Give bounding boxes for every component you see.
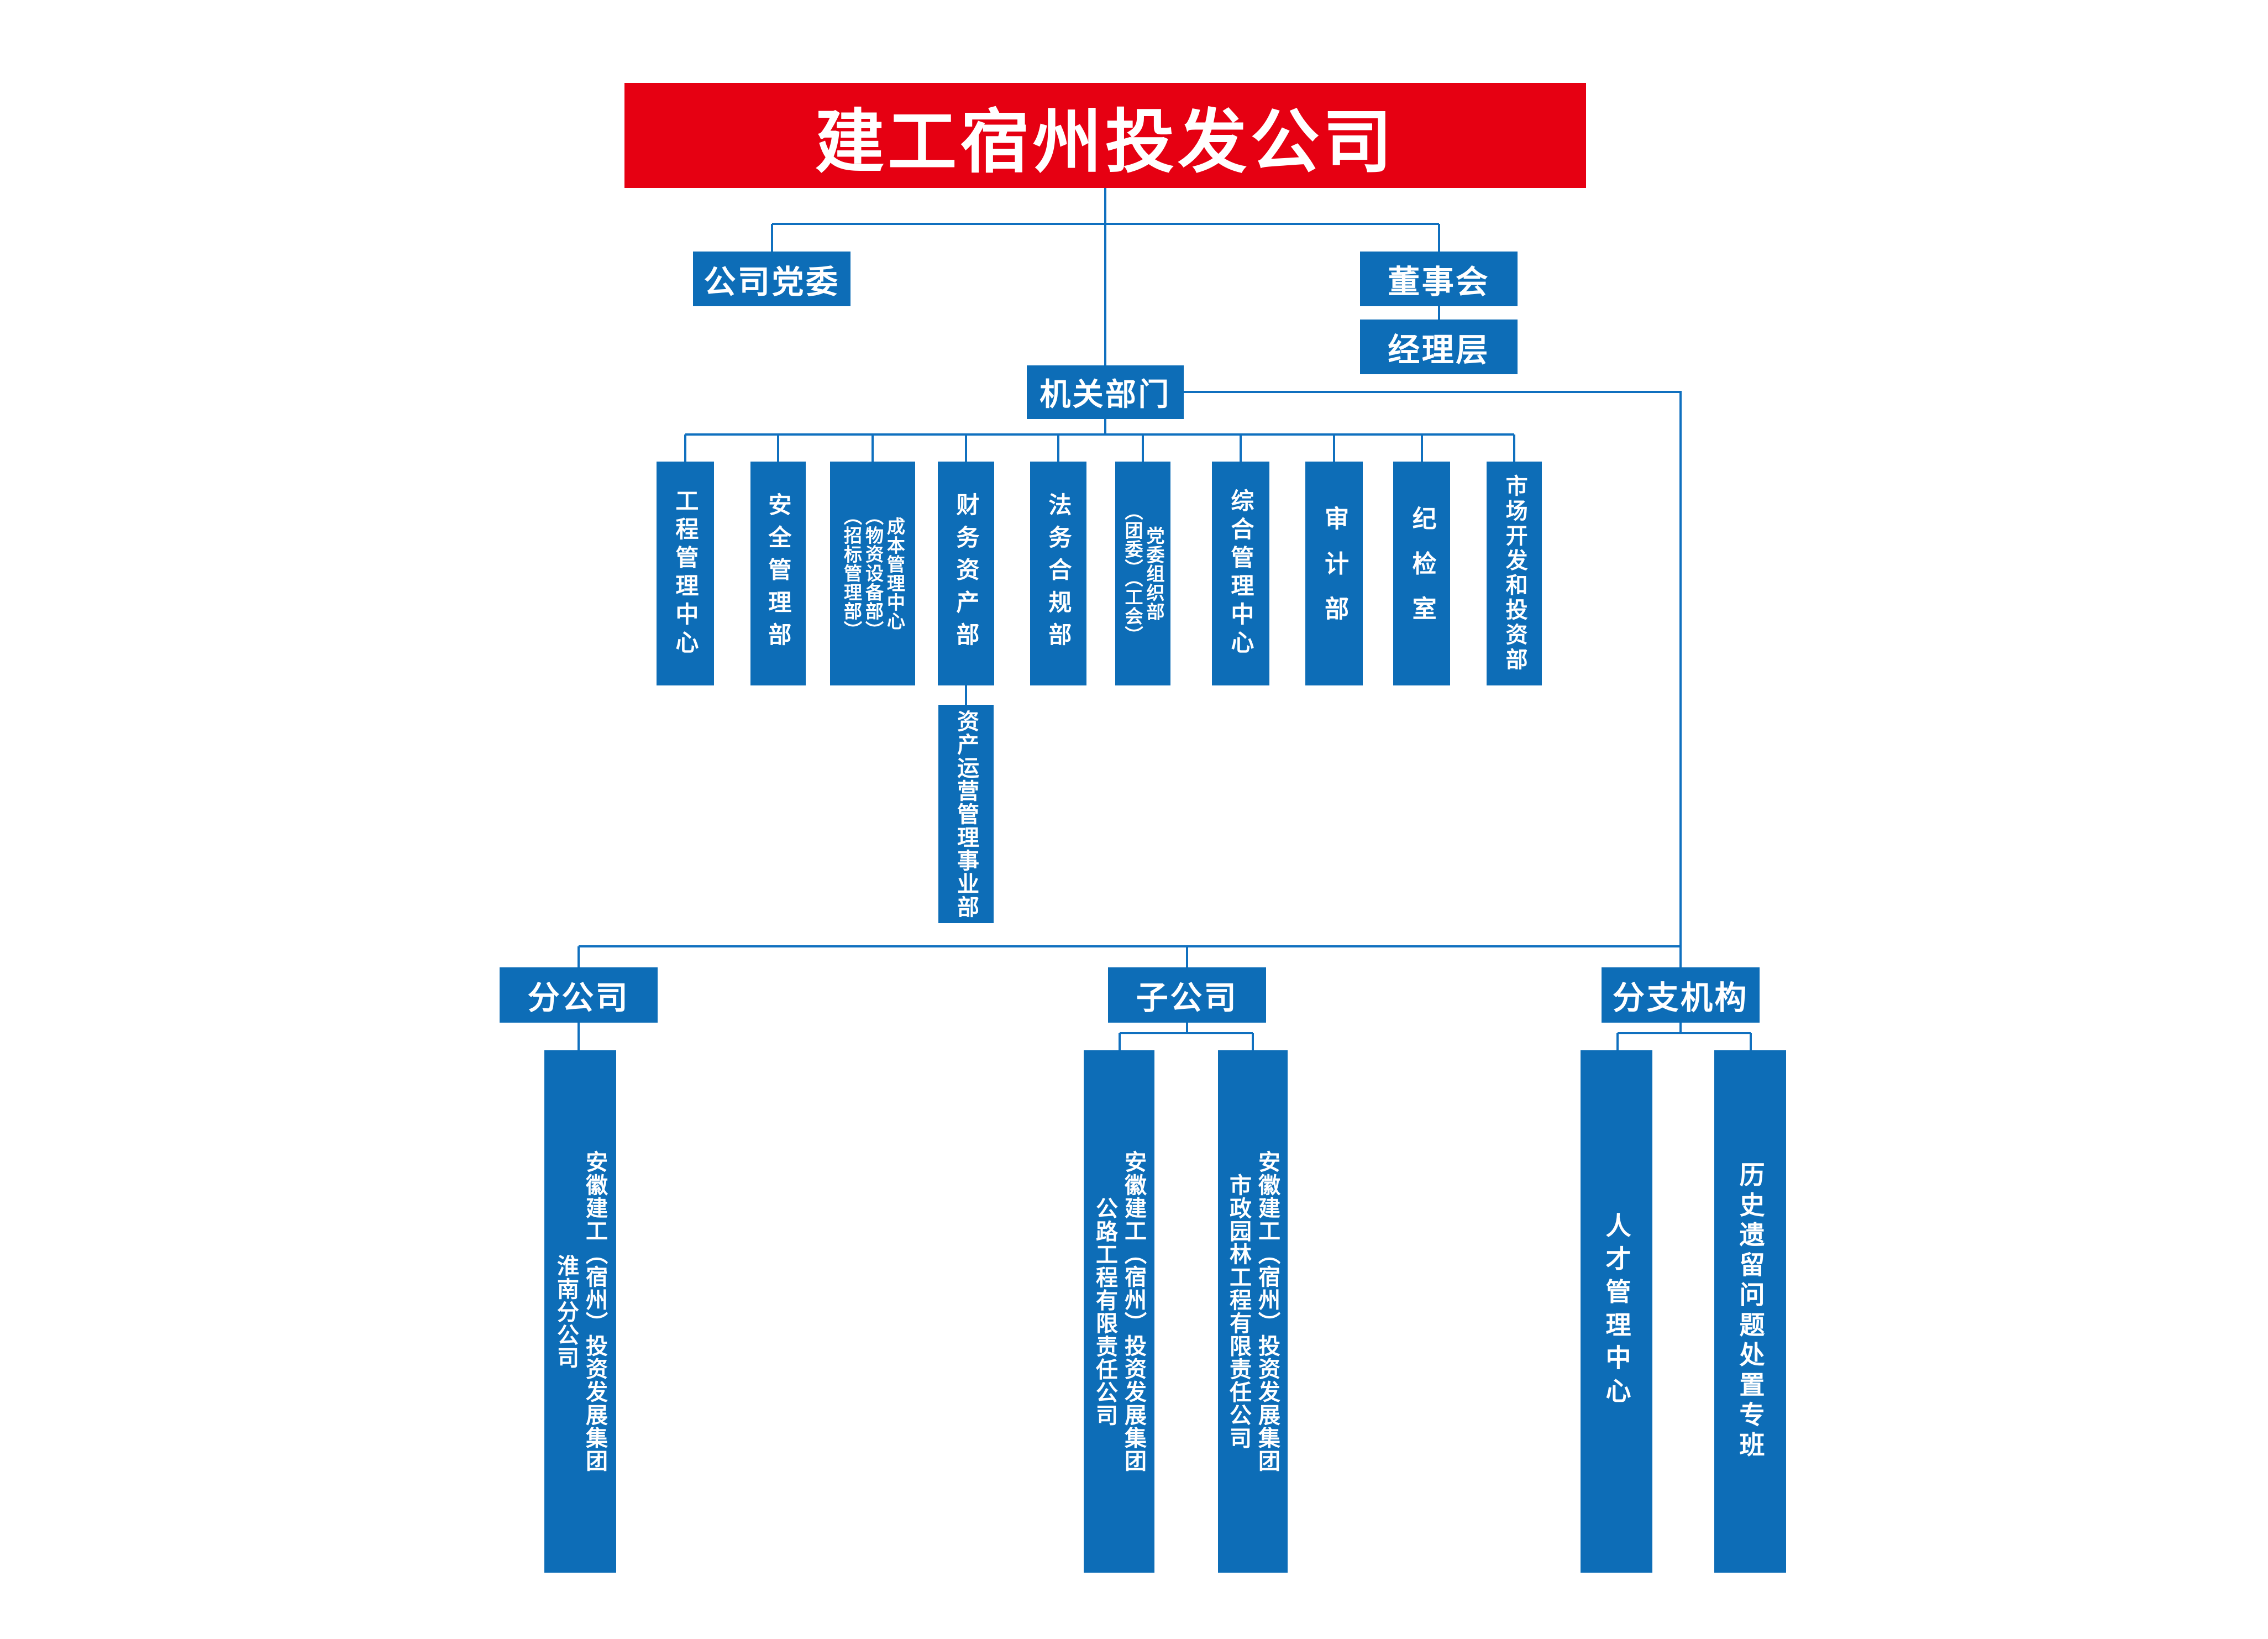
edge-organ-right-down [1184, 391, 1682, 946]
subsidiaries-label: 子公司 [1136, 980, 1238, 1016]
branch-company-box: 分公司 [500, 967, 658, 1023]
dept-label: 纪检室 [1408, 506, 1436, 641]
subsidiaries-box: 子公司 [1108, 967, 1266, 1023]
dept-label: 成本管理中心 （物资设备部） （招标管理部） [841, 507, 905, 640]
dept-label: 综合管理中心 [1227, 488, 1254, 659]
branch-institutions-label: 分支机构 [1613, 980, 1749, 1016]
organ-departments-box: 机关部门 [1027, 365, 1184, 419]
dept-label: 安全管理部 [765, 492, 791, 655]
dept-label: 法务合规部 [1045, 492, 1072, 655]
company-title-label: 建工宿州投发公司 [815, 103, 1395, 181]
talent-management-center-box: 人才管理中心 [1581, 1050, 1652, 1573]
party-committee-label: 公司党委 [704, 264, 840, 300]
historical-issues-task-force-box: 历史遗留问题处置专班 [1714, 1050, 1786, 1573]
dept-legal-compliance: 法务合规部 [1030, 462, 1086, 685]
asset-operations-division-box: 资产运营管理事业部 [938, 705, 994, 923]
municipal-garden-engineering-co-label: 安徽建工（宿州）投资发展集团 市政园林工程有限责任公司 [1226, 1150, 1279, 1473]
highway-engineering-co-box: 安徽建工（宿州）投资发展集团 公路工程有限责任公司 [1084, 1050, 1154, 1573]
board-of-directors-box: 董事会 [1360, 252, 1518, 306]
historical-issues-task-force-label: 历史遗留问题处置专班 [1736, 1161, 1765, 1462]
dept-general-management-center: 综合管理中心 [1212, 462, 1269, 685]
dept-safety-management: 安全管理部 [750, 462, 806, 685]
company-title-box: 建工宿州投发公司 [624, 83, 1586, 188]
dept-label: 工程管理中心 [672, 488, 699, 659]
huainan-branch-label: 安徽建工（宿州）投资发展集团 淮南分公司 [554, 1150, 607, 1473]
municipal-garden-engineering-co-box: 安徽建工（宿州）投资发展集团 市政园林工程有限责任公司 [1218, 1050, 1288, 1573]
dept-finance-assets: 财务资产部 [938, 462, 994, 685]
dept-party-organization: 党委组织部 （团委）（工会） [1115, 462, 1170, 685]
edge-dept-drops [684, 434, 1515, 462]
dept-label: 审计部 [1321, 506, 1348, 641]
dept-engineering-management-center: 工程管理中心 [657, 462, 714, 685]
dept-label: 市场开发和投资部 [1502, 474, 1527, 673]
dept-label: 党委组织部 （团委）（工会） [1122, 502, 1164, 645]
edge-subsidiary-children [1119, 1023, 1254, 1050]
party-committee-box: 公司党委 [693, 252, 851, 306]
branch-institutions-box: 分支机构 [1602, 967, 1760, 1023]
talent-management-center-label: 人才管理中心 [1602, 1212, 1631, 1411]
branch-company-label: 分公司 [527, 980, 630, 1016]
dept-audit: 审计部 [1305, 462, 1363, 685]
highway-engineering-co-label: 安徽建工（宿州）投资发展集团 公路工程有限责任公司 [1093, 1150, 1146, 1473]
dept-market-development-investment: 市场开发和投资部 [1487, 462, 1542, 685]
dept-label: 财务资产部 [953, 492, 979, 655]
dept-cost-management-center: 成本管理中心 （物资设备部） （招标管理部） [830, 462, 915, 685]
asset-operations-division-label: 资产运营管理事业部 [954, 709, 978, 919]
edge-bottom-drops [578, 946, 1682, 967]
huainan-branch-box: 安徽建工（宿州）投资发展集团 淮南分公司 [544, 1050, 616, 1573]
organ-departments-label: 机关部门 [1040, 377, 1171, 412]
board-of-directors-label: 董事会 [1388, 264, 1490, 300]
dept-discipline-inspection: 纪检室 [1393, 462, 1450, 685]
edge-institution-children [1616, 1023, 1752, 1050]
management-layer-label: 经理层 [1388, 332, 1490, 368]
management-layer-box: 经理层 [1360, 320, 1518, 374]
